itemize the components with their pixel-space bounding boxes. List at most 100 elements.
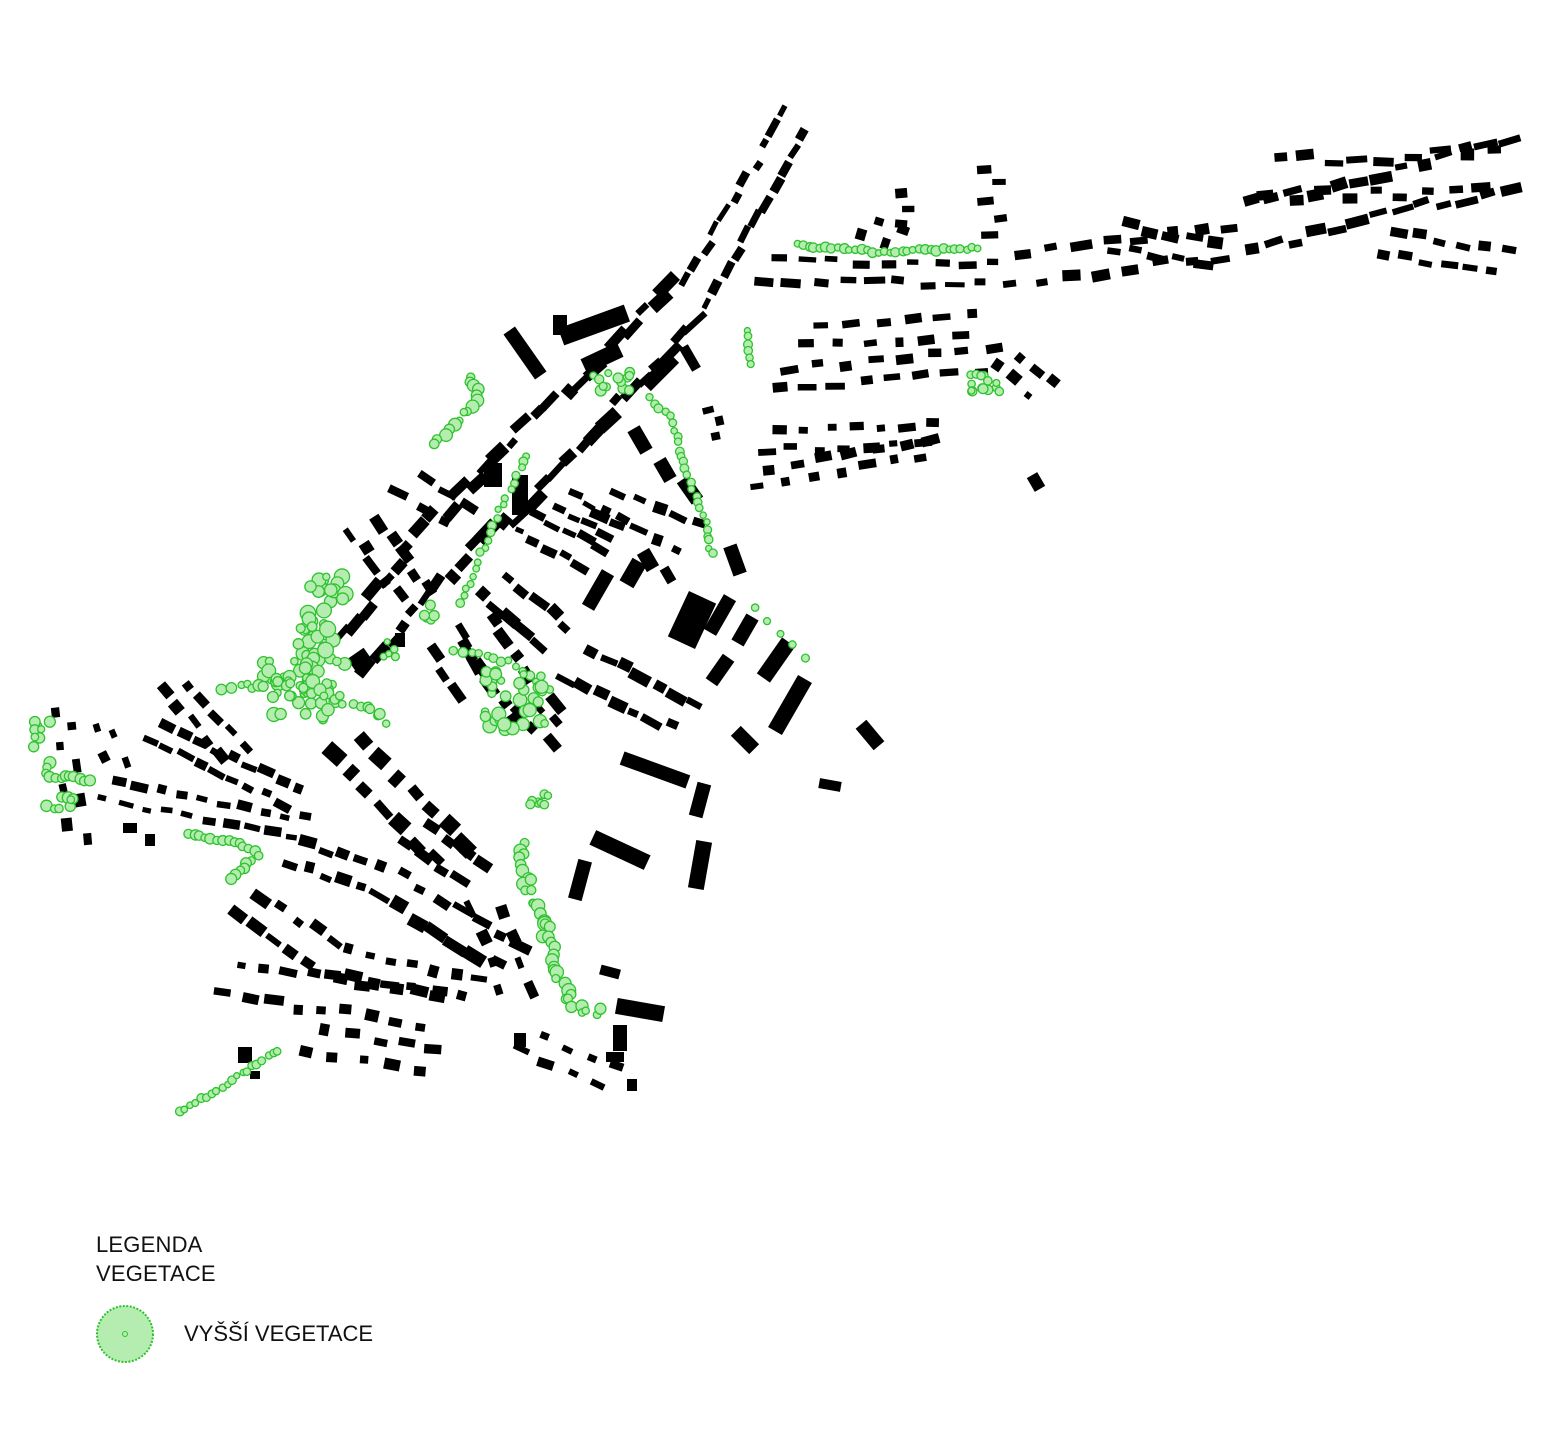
building	[1029, 363, 1046, 380]
building	[157, 718, 177, 734]
building	[421, 800, 440, 819]
building	[97, 793, 107, 802]
tree	[428, 609, 440, 622]
building	[512, 1042, 531, 1056]
building	[441, 935, 468, 958]
building	[145, 834, 155, 846]
building	[652, 500, 669, 516]
building	[398, 1036, 416, 1048]
building	[768, 675, 812, 735]
tree	[992, 378, 1001, 387]
building	[495, 903, 511, 920]
building	[771, 254, 788, 262]
building	[608, 518, 626, 531]
building	[404, 603, 419, 618]
building	[757, 448, 777, 456]
building	[413, 1065, 427, 1077]
tree	[257, 680, 269, 692]
building	[321, 741, 348, 767]
building	[764, 117, 781, 139]
building	[342, 763, 361, 782]
building	[1329, 176, 1349, 193]
building	[1370, 186, 1382, 194]
building	[580, 517, 598, 530]
building	[366, 976, 381, 991]
tree	[418, 609, 431, 621]
building	[241, 782, 255, 794]
building	[1282, 185, 1303, 197]
building	[632, 493, 647, 505]
building	[576, 529, 597, 546]
building	[97, 750, 111, 764]
building	[1345, 155, 1368, 164]
tree	[253, 850, 264, 861]
building	[1470, 182, 1491, 193]
building	[465, 471, 490, 495]
building	[720, 259, 736, 280]
building	[627, 667, 652, 688]
building	[581, 569, 615, 611]
building	[1314, 185, 1332, 196]
building	[561, 1044, 574, 1055]
building	[435, 666, 450, 683]
building	[665, 717, 680, 730]
building	[759, 137, 770, 149]
building	[414, 1022, 426, 1032]
tree	[474, 648, 484, 658]
building	[355, 781, 373, 799]
building	[1342, 193, 1358, 204]
building	[1128, 244, 1143, 254]
building	[458, 497, 479, 516]
building	[561, 527, 577, 539]
tree	[292, 696, 306, 710]
building	[423, 1043, 442, 1055]
legend-title: LEGENDA VEGETACE	[96, 1230, 216, 1288]
tree	[334, 690, 345, 701]
tree	[322, 572, 331, 581]
building	[926, 417, 940, 428]
building	[279, 813, 290, 822]
building	[176, 726, 194, 742]
building	[316, 1006, 326, 1015]
building	[854, 227, 868, 242]
building	[1194, 222, 1210, 237]
building	[839, 446, 858, 461]
building	[297, 834, 318, 850]
building	[895, 353, 914, 366]
building	[472, 854, 494, 874]
tree	[191, 1098, 200, 1108]
building	[528, 507, 547, 522]
tree	[469, 572, 477, 581]
building	[626, 707, 640, 718]
building	[1394, 162, 1408, 171]
building	[939, 368, 959, 377]
building	[67, 721, 77, 731]
building	[814, 450, 833, 464]
building	[857, 458, 877, 470]
building	[1449, 185, 1464, 194]
building	[438, 515, 451, 528]
building	[195, 794, 208, 803]
tree	[383, 638, 391, 646]
building	[157, 742, 174, 755]
tree	[390, 652, 400, 662]
urban-plan-map	[27, 104, 1523, 1117]
building	[993, 214, 1008, 223]
building	[588, 507, 611, 525]
building	[422, 817, 442, 835]
building	[667, 591, 717, 649]
building	[613, 1025, 627, 1051]
building	[825, 382, 845, 390]
building	[227, 904, 249, 925]
building	[236, 961, 246, 970]
building	[257, 963, 270, 974]
building	[599, 654, 619, 667]
building	[1368, 170, 1394, 186]
building	[1404, 153, 1422, 162]
building	[465, 654, 483, 676]
building	[731, 613, 759, 647]
tree	[225, 681, 238, 694]
tree	[295, 623, 306, 634]
vegetation-layer	[27, 239, 1005, 1117]
building	[514, 1033, 526, 1047]
